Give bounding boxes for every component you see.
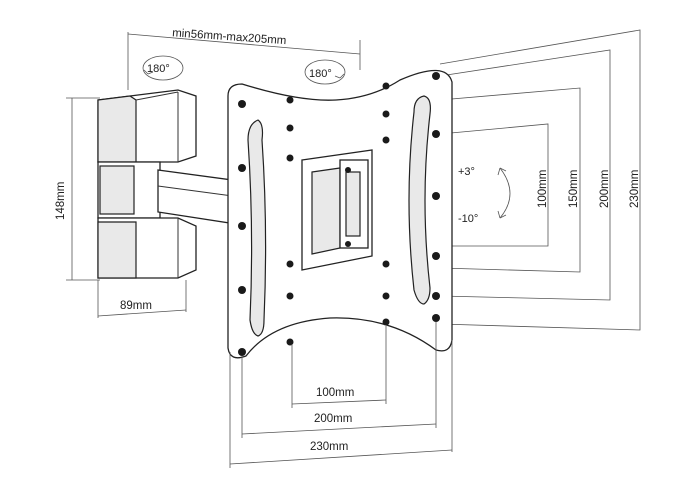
bracket-width-label: 89mm (120, 300, 152, 312)
hole (382, 136, 390, 144)
bracket-height-label: 148mm (55, 182, 67, 220)
wall-bracket (97, 89, 197, 279)
vesa-h-100-label: 100mm (316, 387, 354, 399)
hole (432, 192, 440, 200)
hole (238, 348, 246, 356)
hole (238, 164, 246, 172)
bracket-width-dimension: 89mm (97, 280, 187, 318)
hole (432, 292, 440, 300)
vesa-vertical-dimension-lines (439, 29, 641, 331)
hole (238, 286, 246, 294)
hole (382, 82, 390, 90)
tilt-down-label: -10° (458, 213, 478, 225)
vesa-v-200-label: 200mm (599, 170, 611, 208)
bracket-height-dimension: 148mm (55, 97, 100, 281)
hole (286, 338, 294, 346)
vesa-horizontal-dimension-lines (229, 322, 453, 468)
hole (382, 260, 390, 268)
tilt-up-label: +3° (458, 166, 475, 178)
hole (286, 154, 294, 162)
hole (432, 72, 440, 80)
arm-extension-dimension: min56mm-max205mm (127, 27, 361, 90)
hole (238, 222, 246, 230)
mounting-holes (238, 72, 440, 356)
swivel-left-label: 180° (147, 63, 170, 75)
hole (286, 260, 294, 268)
tilt-indicator: +3° -10° (458, 166, 511, 225)
hole (432, 130, 440, 138)
hole (432, 252, 440, 260)
hole (286, 124, 294, 132)
swivel-left-marker: 180° (142, 55, 184, 81)
hole (432, 314, 440, 322)
vesa-v-150-label: 150mm (568, 170, 580, 208)
tv-plate (227, 69, 453, 359)
hole (238, 100, 246, 108)
hole (382, 110, 390, 118)
vesa-v-100-label: 100mm (537, 170, 549, 208)
vesa-h-230-label: 230mm (310, 441, 348, 453)
vesa-v-230-label: 230mm (629, 170, 641, 208)
swivel-right-marker: 180° (304, 59, 346, 85)
hole (286, 96, 294, 104)
swivel-right-label: 180° (309, 68, 332, 80)
hole (382, 318, 390, 326)
arm-extension-label: min56mm-max205mm (172, 27, 287, 47)
hole (382, 292, 390, 300)
hole (286, 292, 294, 300)
vesa-h-200-label: 200mm (314, 413, 352, 425)
